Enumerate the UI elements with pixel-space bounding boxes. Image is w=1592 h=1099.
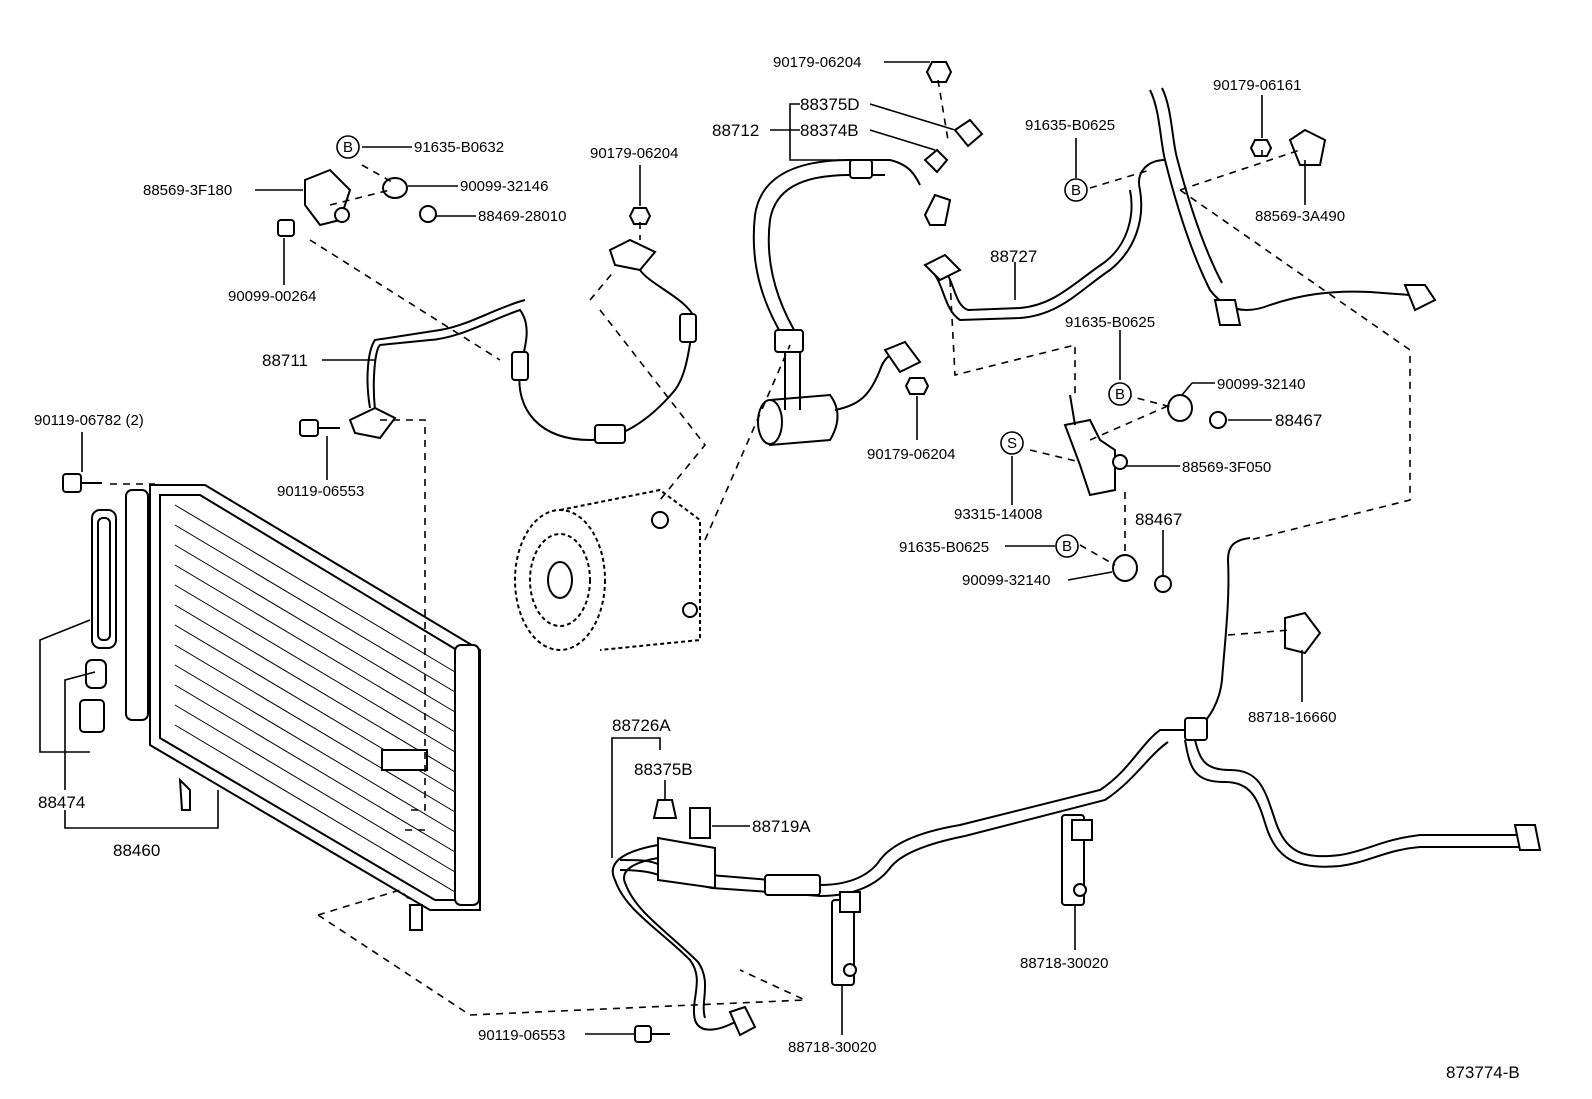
dryer-receiver — [757, 340, 922, 447]
callout-label: 90179-06204 — [590, 145, 678, 162]
callout-label: 88711 — [262, 351, 308, 370]
plug-88375b — [652, 799, 678, 819]
callout-label: 90179-06204 — [773, 54, 861, 71]
assembly-dashes — [110, 79, 1411, 1016]
bushing-90099-32140-upper — [1167, 394, 1193, 422]
diagram-id: 873774-B — [1446, 1063, 1520, 1082]
leader-lines — [39, 61, 1306, 1035]
callout-label: 90179-06161 — [1213, 77, 1301, 94]
callout-label: 88712 — [712, 121, 759, 140]
hose-88712 — [752, 159, 921, 410]
marker-b-1: B — [336, 135, 360, 159]
switch-88719a — [689, 807, 711, 839]
callout-label: 88375B — [634, 760, 693, 779]
callout-label: 88569-3F050 — [1182, 459, 1271, 476]
callout-label: 90119-06553 — [478, 1027, 565, 1044]
callout-label: 88569-3F180 — [143, 182, 232, 199]
marker-b-1-text: B — [343, 139, 353, 156]
clamp-88569-3a490 — [1288, 128, 1327, 166]
bolt-90119-06782 — [62, 473, 102, 493]
callout-label: 90119-06782 (2) — [34, 412, 144, 429]
callout-label: 91635-B0625 — [1065, 314, 1155, 331]
washer-88469-28010 — [419, 205, 437, 223]
callout-label: 88727 — [990, 247, 1037, 266]
plug-cap — [79, 659, 107, 733]
callout-labels: 90179-06204 88375D 88712 88374B 90179-06… — [34, 54, 1520, 1082]
bolt-90119-06553-lower — [634, 1025, 670, 1043]
callout-label: 88467 — [1135, 510, 1182, 529]
bushing-90099-32140-lower — [1112, 554, 1138, 582]
nut-90179-06204-left — [628, 207, 652, 225]
callout-label: 91635-B0632 — [414, 139, 504, 156]
clamp-88718-16660 — [1284, 611, 1322, 655]
marker-s-text: S — [1007, 435, 1017, 452]
callout-label: 88718-16660 — [1248, 709, 1336, 726]
bolt-90119-06553-upper — [299, 419, 340, 437]
nut-90179-06204-top — [925, 61, 953, 83]
bushing-90099-32146 — [382, 177, 408, 199]
bracket-88718-30020-a — [1061, 814, 1093, 906]
washer-88467-upper — [1209, 411, 1227, 429]
callout-label: 90179-06204 — [867, 446, 955, 463]
compressor — [514, 488, 701, 651]
callout-label: 88467 — [1275, 411, 1322, 430]
marker-b-2-text: B — [1071, 182, 1081, 199]
nut-90179-06161 — [1249, 139, 1273, 157]
condenser-fins — [174, 504, 456, 893]
marker-b-4: B — [1055, 534, 1079, 558]
nut-90179-06204-dryer — [904, 377, 930, 395]
marker-b-4-text: B — [1062, 538, 1072, 555]
marker-b-2: B — [1064, 178, 1088, 202]
callout-label: 90099-32146 — [460, 178, 548, 195]
callout-label: 88719A — [752, 817, 811, 836]
callout-label: 88474 — [38, 793, 85, 812]
bolt-90099-00264 — [277, 219, 295, 237]
callout-label: 91635-B0625 — [899, 539, 989, 556]
callout-label: 90099-32140 — [1217, 376, 1305, 393]
callout-label: 88460 — [113, 841, 160, 860]
callout-label: 88726A — [612, 716, 671, 735]
callout-label: 90099-00264 — [228, 288, 316, 305]
callout-label: 91635-B0625 — [1025, 117, 1115, 134]
pipe-88727 — [934, 159, 1166, 322]
condenser-receiver-tank — [454, 644, 480, 906]
callout-label: 93315-14008 — [954, 506, 1042, 523]
callout-label: 90099-32140 — [962, 572, 1050, 589]
hose-88711 — [372, 269, 697, 442]
bracket-88718-30020-b — [831, 891, 861, 986]
marker-b-3-text: B — [1115, 386, 1125, 403]
marker-b-3: B — [1108, 382, 1132, 406]
bracket-88569-3f050 — [1063, 394, 1128, 497]
callout-label: 90119-06553 — [277, 483, 364, 500]
marker-s: S — [1000, 431, 1024, 455]
callout-label: 88569-3A490 — [1255, 208, 1345, 225]
callout-label: 88718-30020 — [788, 1039, 876, 1056]
pipe-lower-liquid — [619, 537, 1251, 887]
pipe-88726a — [611, 844, 736, 1031]
callout-label: 88375D — [800, 95, 860, 114]
pipe-upper-right — [1149, 89, 1411, 311]
washer-88467-lower — [1154, 575, 1172, 593]
valve-block — [657, 836, 716, 890]
bracket-88569-3f180 — [304, 168, 352, 227]
callout-label: 88469-28010 — [478, 208, 566, 225]
condenser — [125, 484, 481, 931]
condenser-side-tank — [125, 489, 149, 721]
seal-strip — [91, 509, 117, 649]
callout-label: 88374B — [800, 121, 859, 140]
callout-label: 88718-30020 — [1020, 955, 1108, 972]
